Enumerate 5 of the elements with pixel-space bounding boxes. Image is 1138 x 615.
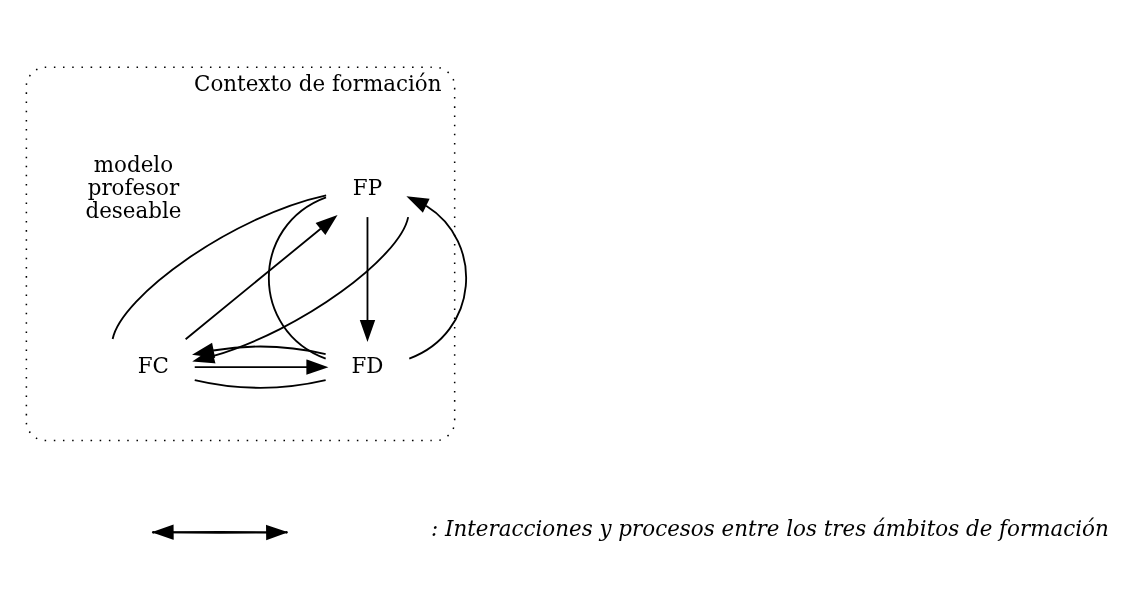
node-text: FD [351, 352, 384, 378]
label: modelo profesor deseable [85, 151, 182, 223]
legend-label: : Interacciones y procesos entre los tres ámbitos de formación [430, 516, 1109, 542]
node-text: FC [137, 352, 169, 378]
node-text: FP [352, 174, 383, 200]
